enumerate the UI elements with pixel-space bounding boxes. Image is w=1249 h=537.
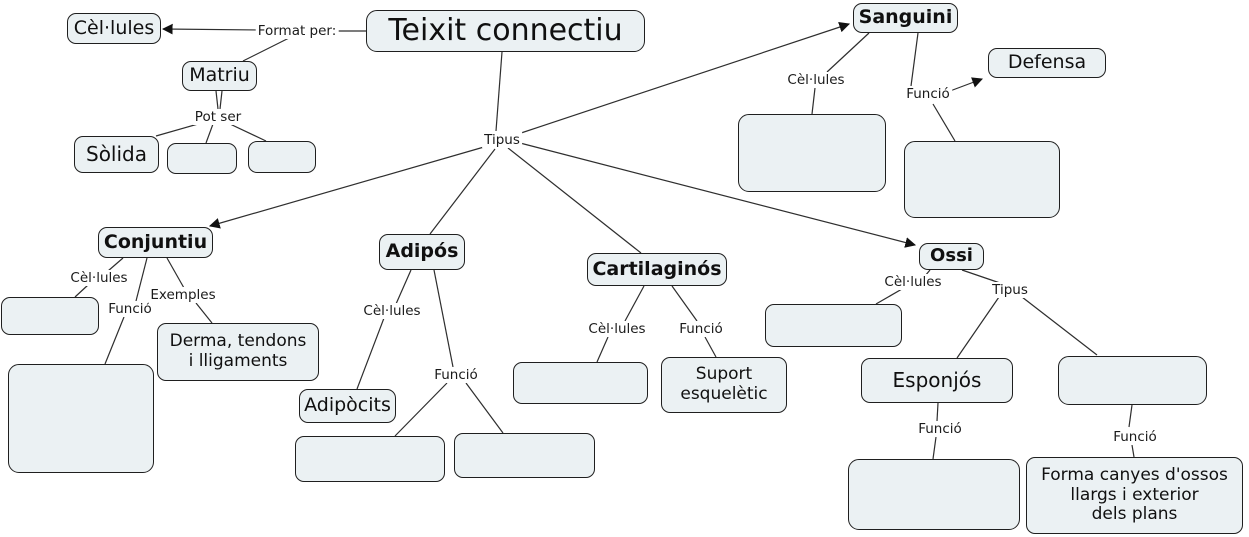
connector xyxy=(932,436,937,460)
connector xyxy=(104,316,125,365)
node-conjuntiu-cellules-empty[interactable] xyxy=(1,297,99,335)
connector xyxy=(910,32,919,87)
link-label-tipus[interactable]: Tipus xyxy=(482,132,522,148)
connector-arrow xyxy=(517,21,851,135)
connector xyxy=(956,296,1000,359)
link-label-adipos-funcio[interactable]: Funció xyxy=(432,367,480,383)
node-cartilaginos-cellules-empty[interactable] xyxy=(513,362,648,404)
connector xyxy=(166,257,185,289)
link-label-sanguini-cellules[interactable]: Cèl·lules xyxy=(785,72,847,88)
connector-arrow xyxy=(208,146,485,229)
link-label-ossi-tipus[interactable]: Tipus xyxy=(990,282,1030,298)
node-sanguini-cellules-empty[interactable] xyxy=(738,114,886,192)
link-label-adipos-cellules[interactable]: Cèl·lules xyxy=(361,303,423,319)
connector xyxy=(215,90,219,110)
connector xyxy=(507,147,642,254)
connector xyxy=(429,148,496,235)
node-conjuntiu[interactable]: Conjuntiu xyxy=(98,227,213,258)
node-derma-tendons-lligaments[interactable]: Derma, tendons i lligaments xyxy=(157,323,319,381)
node-adipos-funcio-empty-1[interactable] xyxy=(295,436,445,482)
node-matriu-option-empty-2[interactable] xyxy=(248,141,316,173)
connector xyxy=(394,382,448,437)
node-suport-esqueletic[interactable]: Suport esquelètic xyxy=(661,357,787,413)
node-solida[interactable]: Sòlida xyxy=(74,136,159,173)
connector xyxy=(495,51,503,132)
node-matriu[interactable]: Matriu xyxy=(182,61,257,91)
connector xyxy=(811,87,816,115)
node-matriu-option-empty-1[interactable] xyxy=(167,143,237,174)
connector xyxy=(1021,296,1098,356)
connector xyxy=(826,32,870,73)
node-adipocits[interactable]: Adipòcits xyxy=(299,389,396,423)
link-label-cartilaginos-funcio[interactable]: Funció xyxy=(677,321,725,337)
link-label-format-per[interactable]: Format per: xyxy=(255,23,339,39)
connector xyxy=(624,285,645,322)
connector xyxy=(229,123,267,142)
connector xyxy=(1128,404,1133,428)
link-label-sanguini-funcio[interactable]: Funció xyxy=(904,86,952,102)
node-conjuntiu-funcio-empty[interactable] xyxy=(8,364,154,473)
connector xyxy=(704,336,717,358)
connector xyxy=(135,257,148,302)
link-label-esponjos-funcio[interactable]: Funció xyxy=(916,421,964,437)
node-ossi[interactable]: Ossi xyxy=(919,243,984,270)
connector xyxy=(155,123,199,137)
connector xyxy=(107,257,124,272)
connector xyxy=(932,103,956,142)
connector xyxy=(1131,444,1135,458)
node-ossi-tipus-empty[interactable] xyxy=(1058,356,1207,405)
node-sanguini-funcio-empty[interactable] xyxy=(904,141,1060,218)
node-esponjos-funcio-empty[interactable] xyxy=(848,459,1020,530)
connector xyxy=(875,288,903,305)
connector xyxy=(205,123,214,144)
connector-arrow xyxy=(519,142,917,248)
connector xyxy=(961,269,1001,284)
link-label-cartilaginos-cellules[interactable]: Cèl·lules xyxy=(586,321,648,337)
connector xyxy=(74,284,89,298)
connector xyxy=(356,317,385,390)
connector xyxy=(195,302,213,324)
link-label-exemples[interactable]: Exemples xyxy=(148,287,218,303)
node-cartilaginos[interactable]: Cartilaginós xyxy=(587,253,727,286)
connector xyxy=(433,269,454,368)
node-defensa[interactable]: Defensa xyxy=(988,48,1106,78)
link-label-conjuntiu-funcio[interactable]: Funció xyxy=(106,301,154,317)
node-forma-canyes[interactable]: Forma canyes d'ossos llargs i exterior d… xyxy=(1026,457,1243,534)
connector xyxy=(671,285,698,322)
link-label-conjuntiu-cellules[interactable]: Cèl·lules xyxy=(68,270,130,286)
node-sanguini[interactable]: Sanguini xyxy=(853,3,958,33)
link-label-ossi-cellules[interactable]: Cèl·lules xyxy=(882,274,944,290)
connector xyxy=(395,269,412,305)
connector xyxy=(596,336,609,363)
connector-arrow xyxy=(949,77,984,92)
node-esponjos[interactable]: Esponjós xyxy=(861,358,1013,403)
node-teixit-connectiu[interactable]: Teixit connectiu xyxy=(366,10,645,52)
node-ossi-cellules-empty[interactable] xyxy=(765,304,902,347)
node-adipos-funcio-empty-2[interactable] xyxy=(454,433,595,478)
connector xyxy=(936,402,939,422)
link-label-pot-ser[interactable]: Pot ser xyxy=(192,109,244,125)
connector xyxy=(242,37,290,62)
node-adipos[interactable]: Adipós xyxy=(379,234,465,270)
connector-arrow xyxy=(161,23,263,35)
node-cellules[interactable]: Cèl·lules xyxy=(67,13,161,44)
connector xyxy=(465,382,504,434)
link-label-forma-funcio[interactable]: Funció xyxy=(1111,429,1159,445)
connector xyxy=(219,90,223,110)
